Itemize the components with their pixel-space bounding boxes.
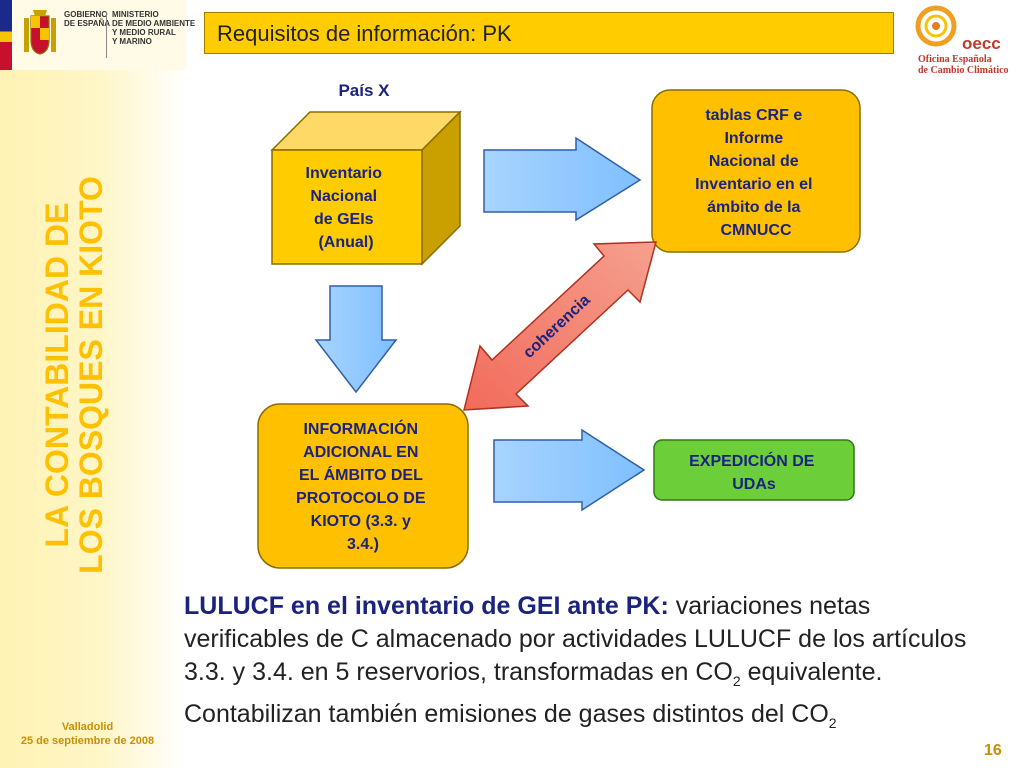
oecc-sub-line-2: de Cambio Climático xyxy=(918,65,1009,76)
other-gases-subscript: 2 xyxy=(828,715,837,731)
arrow-right-bottom xyxy=(493,428,646,512)
expedition-box: EXPEDICIÓN DE UDAs xyxy=(653,439,855,501)
coherence-double-arrow: coherencia xyxy=(463,241,657,411)
expedition-line-2: UDAs xyxy=(732,476,776,493)
other-gases-text: Contabilizan también emisiones de gases … xyxy=(184,700,829,728)
lulucf-heading: LULUCF en el inventario de GEI ante PK: xyxy=(184,592,669,620)
additional-line-5: KIOTO (3.3. y xyxy=(311,513,411,530)
oecc-subtitle: Oficina Española de Cambio Climático xyxy=(918,54,1009,76)
svg-text:tablas CRF e Informe: tablas CRF e Informe Nacional de Inventa… xyxy=(695,107,817,239)
crf-line-1: tablas CRF e xyxy=(705,107,802,124)
country-label: País X xyxy=(338,81,390,100)
slide-title: Requisitos de información: PK xyxy=(204,12,894,54)
inventory-cube: Inventario Nacional de GEIs (Anual) xyxy=(270,110,462,266)
government-label: GOBIERNO DE ESPAÑA xyxy=(64,10,110,28)
gov-line-2: DE ESPAÑA xyxy=(64,19,111,28)
lulucf-end: equivalente. xyxy=(740,658,883,686)
crf-report-box: tablas CRF e Informe Nacional de Inventa… xyxy=(651,89,861,253)
additional-line-2: ADICIONAL EN xyxy=(303,444,418,461)
sidebar-panel xyxy=(0,0,186,768)
ministry-line-1: MINISTERIO xyxy=(112,10,159,19)
inventory-line-4: (Anual) xyxy=(318,234,373,251)
inventory-line-2: Nacional xyxy=(310,188,377,205)
ministry-line-4: Y MARINO xyxy=(112,37,152,46)
ministry-label: MINISTERIO DE MEDIO AMBIENTE Y MEDIO RUR… xyxy=(112,10,195,46)
arrow-right-top xyxy=(483,136,642,222)
footer-event: Valladolid 25 de septiembre de 2008 xyxy=(10,720,165,748)
additional-line-3: EL ÁMBITO DEL xyxy=(299,465,423,484)
header-divider xyxy=(106,12,107,58)
crf-line-5: ámbito de la xyxy=(707,199,800,216)
gov-line-1: GOBIERNO xyxy=(64,10,108,19)
paragraph-lulucf: LULUCF en el inventario de GEI ante PK: … xyxy=(184,590,974,698)
ministry-line-3: Y MEDIO RURAL xyxy=(112,28,176,37)
body-paragraph: LULUCF en el inventario de GEI ante PK: … xyxy=(184,590,974,740)
arrow-down xyxy=(314,285,398,394)
oecc-sub-line-1: Oficina Española xyxy=(918,54,992,65)
oecc-name: oecc xyxy=(962,34,1001,53)
svg-text:Inventario Nacional: Inventario Nacional de GEIs (Anual) xyxy=(306,165,387,251)
footer-city: Valladolid xyxy=(61,721,114,733)
crf-line-6: CMNUCC xyxy=(720,222,792,239)
crf-line-4: Inventario en el xyxy=(695,176,812,193)
inventory-line-1: Inventario xyxy=(306,165,383,182)
paragraph-other-gases: Contabilizan también emisiones de gases … xyxy=(184,698,974,740)
lulucf-text: variaciones netas verificables de C alma… xyxy=(184,592,967,686)
expedition-line-1: EXPEDICIÓN DE xyxy=(689,451,815,470)
crf-line-2: Informe xyxy=(724,130,783,147)
coat-of-arms-icon xyxy=(24,10,56,55)
crf-line-3: Nacional de xyxy=(709,153,799,170)
page-number: 16 xyxy=(984,742,1002,759)
footer-date: 25 de septiembre de 2008 xyxy=(20,735,155,747)
additional-line-6: 3.4.) xyxy=(347,536,379,553)
additional-line-1: INFORMACIÓN xyxy=(303,419,418,438)
svg-text:INFORMACIÓN ADICIONAL EN: INFORMACIÓN ADICIONAL EN EL ÁMBITO DEL P… xyxy=(296,419,430,553)
ministry-line-2: DE MEDIO AMBIENTE xyxy=(112,19,196,28)
oecc-logo-icon xyxy=(915,5,957,47)
inventory-line-3: de GEIs xyxy=(314,211,374,228)
svg-text:EXPEDICIÓN DE UDAs: EXPEDICIÓN DE UDAs xyxy=(689,451,819,493)
lulucf-subscript: 2 xyxy=(732,673,741,689)
additional-info-box: INFORMACIÓN ADICIONAL EN EL ÁMBITO DEL P… xyxy=(257,403,469,569)
additional-line-4: PROTOCOLO DE xyxy=(296,490,426,507)
flag-stripe xyxy=(0,0,12,70)
